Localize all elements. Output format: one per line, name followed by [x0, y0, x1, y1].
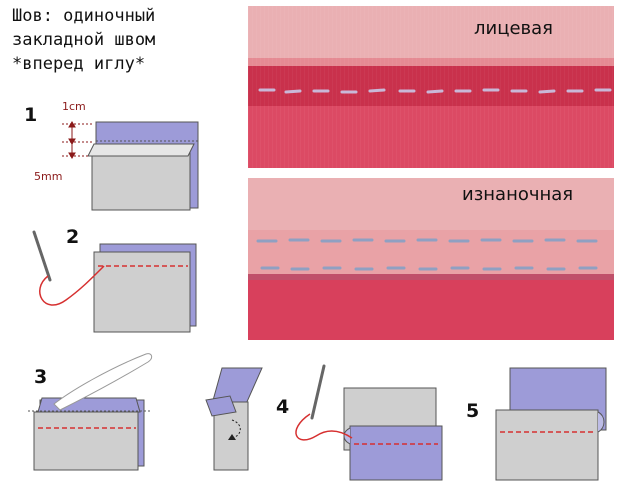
photo-back-illustration [248, 178, 614, 340]
needle-icon [310, 364, 326, 420]
back-stitches-bottom [260, 266, 598, 271]
needle-icon [32, 230, 52, 282]
folded-allowance [248, 230, 614, 274]
step-number-2: 2 [66, 226, 80, 248]
front-stitches [258, 88, 612, 94]
measurement-arrows [62, 121, 92, 159]
step-number-1: 1 [24, 104, 38, 126]
step-number-4: 4 [276, 396, 290, 418]
pressing-tool-icon [53, 353, 153, 411]
diagram-title: Шов: одиночный закладной швом *вперед иг… [12, 4, 242, 76]
back-stitches-top [256, 238, 598, 243]
thread-icon [295, 413, 353, 441]
step-2-illustration [32, 230, 197, 333]
step-number-3: 3 [34, 366, 48, 388]
allowance-edge [248, 274, 614, 280]
step-number-5: 5 [466, 400, 480, 422]
step-5-illustration [495, 367, 607, 481]
measurement-5mm: 5mm [34, 170, 63, 183]
dark-fabric-band-back [248, 280, 614, 340]
back-side-label: изнаночная [462, 184, 574, 205]
photo-back-side: изнаночная [248, 178, 614, 340]
step-1-illustration [62, 121, 199, 211]
photo-front-side: лицевая [248, 6, 614, 168]
title-line-1: Шов: одиночный [12, 6, 156, 26]
step-4-illustration [295, 364, 443, 481]
thread-icon [39, 265, 105, 306]
photo-front-illustration [248, 6, 614, 168]
title-line-2: закладной швом [12, 30, 156, 50]
front-side-label: лицевая [474, 18, 553, 39]
fold-arrow-icon [231, 419, 241, 439]
measurement-1cm: 1cm [62, 100, 86, 113]
step-3-fold-detail [205, 367, 263, 471]
title-line-3: *вперед иглу* [12, 54, 146, 74]
step-3-illustration [28, 353, 153, 471]
light-fabric-band-back [248, 178, 614, 230]
